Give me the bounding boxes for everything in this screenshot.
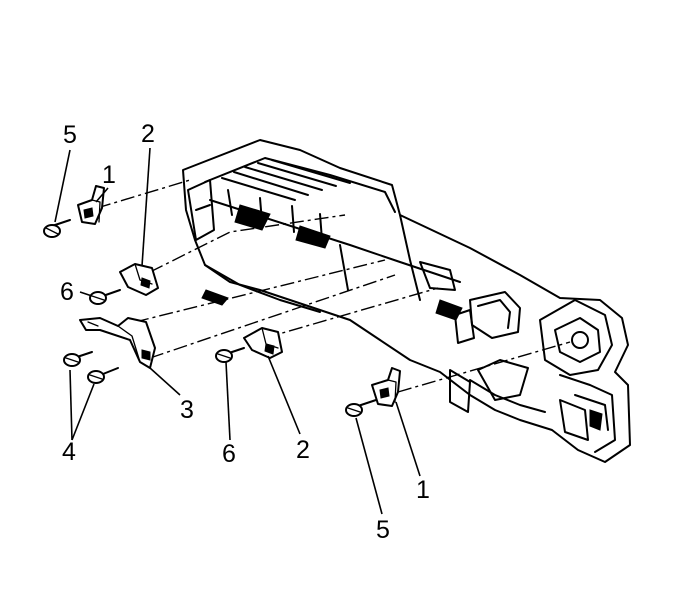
- alignment-lines: [96, 179, 571, 393]
- bolt-part-6-center: [215, 347, 245, 363]
- callout-1-upper: 1: [102, 161, 116, 189]
- callout-3: 3: [180, 396, 194, 424]
- bracket-part-2-center: [243, 327, 283, 359]
- bolts-part-4: [63, 351, 119, 384]
- front-support-frame: [182, 139, 631, 463]
- callout-6-center: 6: [222, 440, 236, 468]
- callout-2-center: 2: [296, 436, 310, 464]
- support-bracket-part-3: [79, 317, 156, 369]
- callout-4: 4: [62, 438, 76, 466]
- callouts: 5 1 2 6 3 4 6 2 1 5: [60, 120, 430, 544]
- callout-6-left: 6: [60, 278, 74, 306]
- clip-part-1-lower: [371, 367, 401, 407]
- bracket-part-2-left: [119, 263, 159, 296]
- callout-5-lower: 5: [376, 516, 390, 544]
- callout-1-lower: 1: [416, 476, 430, 504]
- callout-2-left: 2: [141, 120, 155, 148]
- callout-5-upper: 5: [63, 121, 77, 149]
- bolt-part-6-left: [89, 289, 121, 305]
- bolt-part-5-upper: [43, 219, 71, 238]
- bolt-part-5-lower: [345, 399, 377, 417]
- clip-part-1-upper: [77, 185, 105, 225]
- leader-lines: [54, 147, 421, 515]
